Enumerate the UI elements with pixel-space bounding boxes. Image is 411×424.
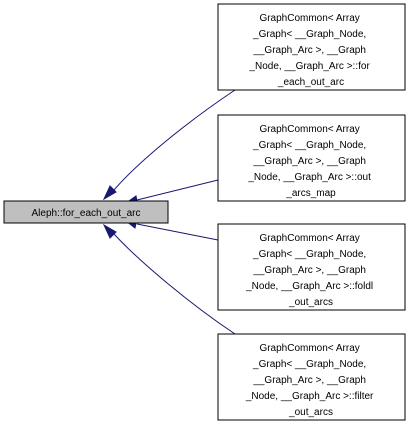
child-2-line-1: GraphCommon< Array (259, 124, 359, 135)
child-1-line-4: _Node, __Graph_Arc >::for (248, 61, 370, 72)
child-1-line-2: _Graph< __Graph_Node, (252, 29, 366, 40)
child-2-line-2: _Graph< __Graph_Node, (252, 140, 366, 151)
child-4-line-3: __Graph_Arc >, __Graph (252, 375, 366, 386)
child-node-foldl-out-arcs[interactable]: GraphCommon< Array _Graph< __Graph_Node,… (217, 223, 406, 311)
child-node-3-text: GraphCommon< Array _Graph< __Graph_Node,… (245, 233, 376, 308)
root-node[interactable]: Aleph::for_each_out_arc (3, 200, 169, 224)
child-4-line-5: _out_arcs (288, 407, 333, 418)
child-1-line-3: __Graph_Arc >, __Graph (252, 45, 366, 56)
root-node-label: Aleph::for_each_out_arc (32, 208, 141, 219)
child-1-line-1: GraphCommon< Array (259, 13, 359, 24)
child-3-line-5: _out_arcs (288, 297, 333, 308)
child-2-line-4: _Node, __Graph_Arc >::out (247, 172, 371, 183)
child-3-line-3: __Graph_Arc >, __Graph (252, 265, 366, 276)
child-node-2-text: GraphCommon< Array _Graph< __Graph_Node,… (247, 124, 373, 199)
child-4-line-2: _Graph< __Graph_Node, (252, 359, 366, 370)
child-3-line-1: GraphCommon< Array (259, 233, 359, 244)
edge-child-1 (102, 89, 236, 201)
child-node-4-text: GraphCommon< Array _Graph< __Graph_Node,… (245, 343, 376, 418)
child-3-line-2: _Graph< __Graph_Node, (252, 249, 366, 260)
child-4-line-1: GraphCommon< Array (259, 343, 359, 354)
child-2-line-3: __Graph_Arc >, __Graph (252, 156, 366, 167)
child-node-for-each-out-arc[interactable]: GraphCommon< Array _Graph< __Graph_Node,… (217, 3, 406, 91)
child-node-out-arcs-map[interactable]: GraphCommon< Array _Graph< __Graph_Node,… (217, 114, 406, 202)
edge-child-4 (102, 223, 236, 335)
child-node-filter-out-arcs[interactable]: GraphCommon< Array _Graph< __Graph_Node,… (217, 333, 406, 421)
child-4-line-4: _Node, __Graph_Arc >::filter (245, 391, 374, 402)
child-2-line-5: _arcs_map (285, 188, 336, 199)
child-node-1-text: GraphCommon< Array _Graph< __Graph_Node,… (248, 13, 372, 88)
child-3-line-4: _Node, __Graph_Arc >::foldl (245, 281, 373, 292)
child-1-line-5: _each_out_arc (277, 77, 344, 88)
